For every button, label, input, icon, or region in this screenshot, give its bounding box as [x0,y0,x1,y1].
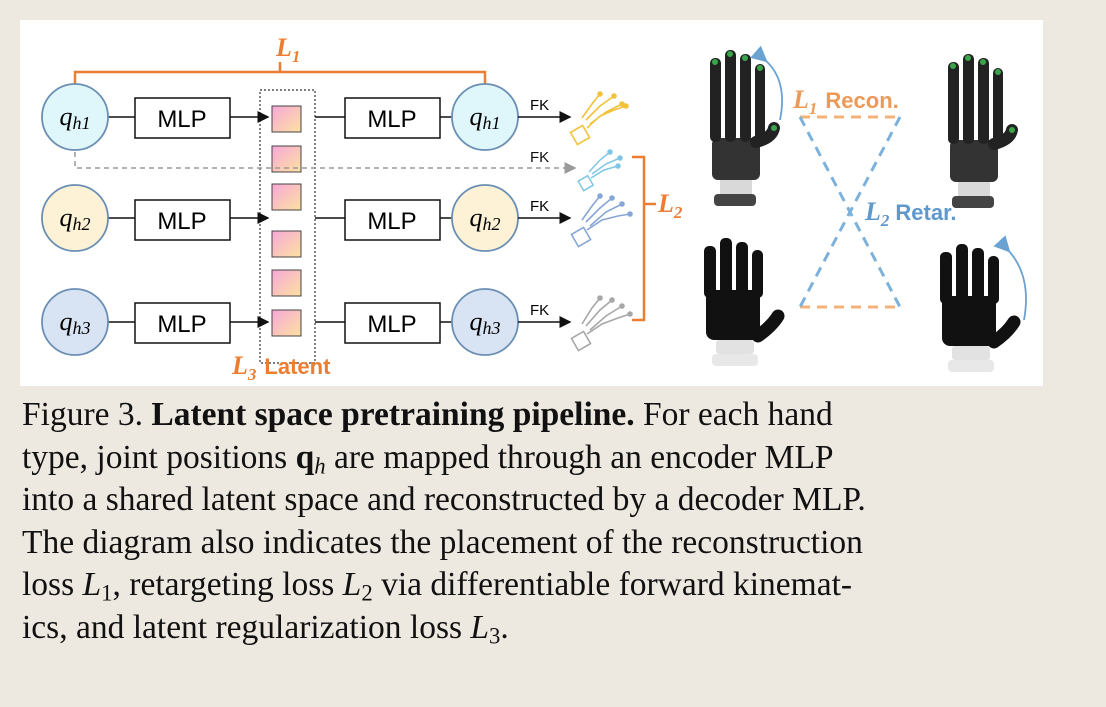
decoder-mlp-3-label: MLP [367,311,416,338]
caption-line-6: ics, and latent regularization loss L3. [22,608,509,649]
caption-prefix: Figure 3. [22,396,143,433]
decoder-mlp-1 [344,97,441,139]
caption-line-1-rest: For each hand [643,396,833,433]
L1-symbol: L1 [82,566,113,606]
robot-hand-bottom-left [704,238,785,366]
input-label-qh2: qh2 [60,203,91,234]
row-hand-2: qh2 MLP MLP qh2 FK [41,184,572,252]
encoder-mlp-3-label: MLP [157,311,206,338]
l1-bracket [73,62,487,88]
fk-label-skip: FK [530,149,549,166]
retar-dashed-diag-2 [798,116,902,308]
robot-hand-top-right [948,54,1018,208]
input-node-qh2 [41,184,109,252]
robot-hand-top-left [710,45,783,206]
input-label-qh1: qh1 [60,102,91,133]
fk-skeleton-skip [577,149,623,192]
input-node-qh3 [41,288,109,356]
l2-bracket [632,155,656,322]
decoder-mlp-3 [344,302,441,344]
latent-code-6 [271,309,302,337]
L3-symbol: L3 [470,608,501,649]
row-hand-1: qh1 MLP MLP qh1 FK [41,83,572,151]
latent-code-1 [271,105,302,133]
encoder-mlp-2-label: MLP [157,208,206,235]
l1-bracket-label: L1 [275,33,300,66]
row-hand-3: qh3 MLP MLP qh3 FK [41,288,572,356]
output-label-qh2: qh2 [470,203,501,234]
latent-codes [271,105,302,337]
encoder-mlp-1-label: MLP [157,106,206,133]
fk-label-2: FK [530,198,549,215]
caption-line-5: loss L1, retargeting loss L2 via differe… [22,566,853,606]
caption-line-3: into a shared latent space and reconstru… [22,481,866,518]
encoder-mlp-2 [134,199,231,241]
fk-skeleton-1 [569,91,629,146]
robot-hand-bottom-right [940,235,1027,372]
caption-line-2-a: type, joint positions [22,438,288,476]
fk-skeleton-2 [570,193,633,248]
figure-caption: Figure 3. Latent space pretraining pipel… [22,394,1062,649]
input-label-qh3: qh3 [60,307,91,338]
L2-symbol: L2 [342,566,373,606]
output-label-qh1: qh1 [470,102,501,133]
encoder-mlp-1 [134,97,231,139]
caption-line-1: Figure 3. Latent space pretraining pipel… [22,394,1062,437]
encoder-mlp-3 [134,302,231,344]
qh-symbol: qh [295,438,326,479]
caption-title: Latent space pretraining pipeline. [151,396,635,433]
fk-label-1: FK [530,97,549,114]
latent-code-3 [271,183,302,211]
decoder-mlp-1-label: MLP [367,106,416,133]
fk-label-3: FK [530,302,549,319]
decoder-mlp-2 [344,199,441,241]
latent-code-5 [271,269,302,297]
l2-bracket-label: L2 [657,189,683,222]
caption-line-4: The diagram also indicates the placement… [22,523,863,561]
latent-code-4 [271,230,302,258]
caption-line-2-b: are mapped through an encoder MLP [334,438,834,476]
caption-line-2: type, joint positions qh are mapped thro… [22,437,1062,480]
input-node-qh1 [41,83,109,151]
output-label-qh3: qh3 [470,307,501,338]
decoder-mlp-2-label: MLP [367,208,416,235]
fk-skeleton-3 [570,295,633,352]
